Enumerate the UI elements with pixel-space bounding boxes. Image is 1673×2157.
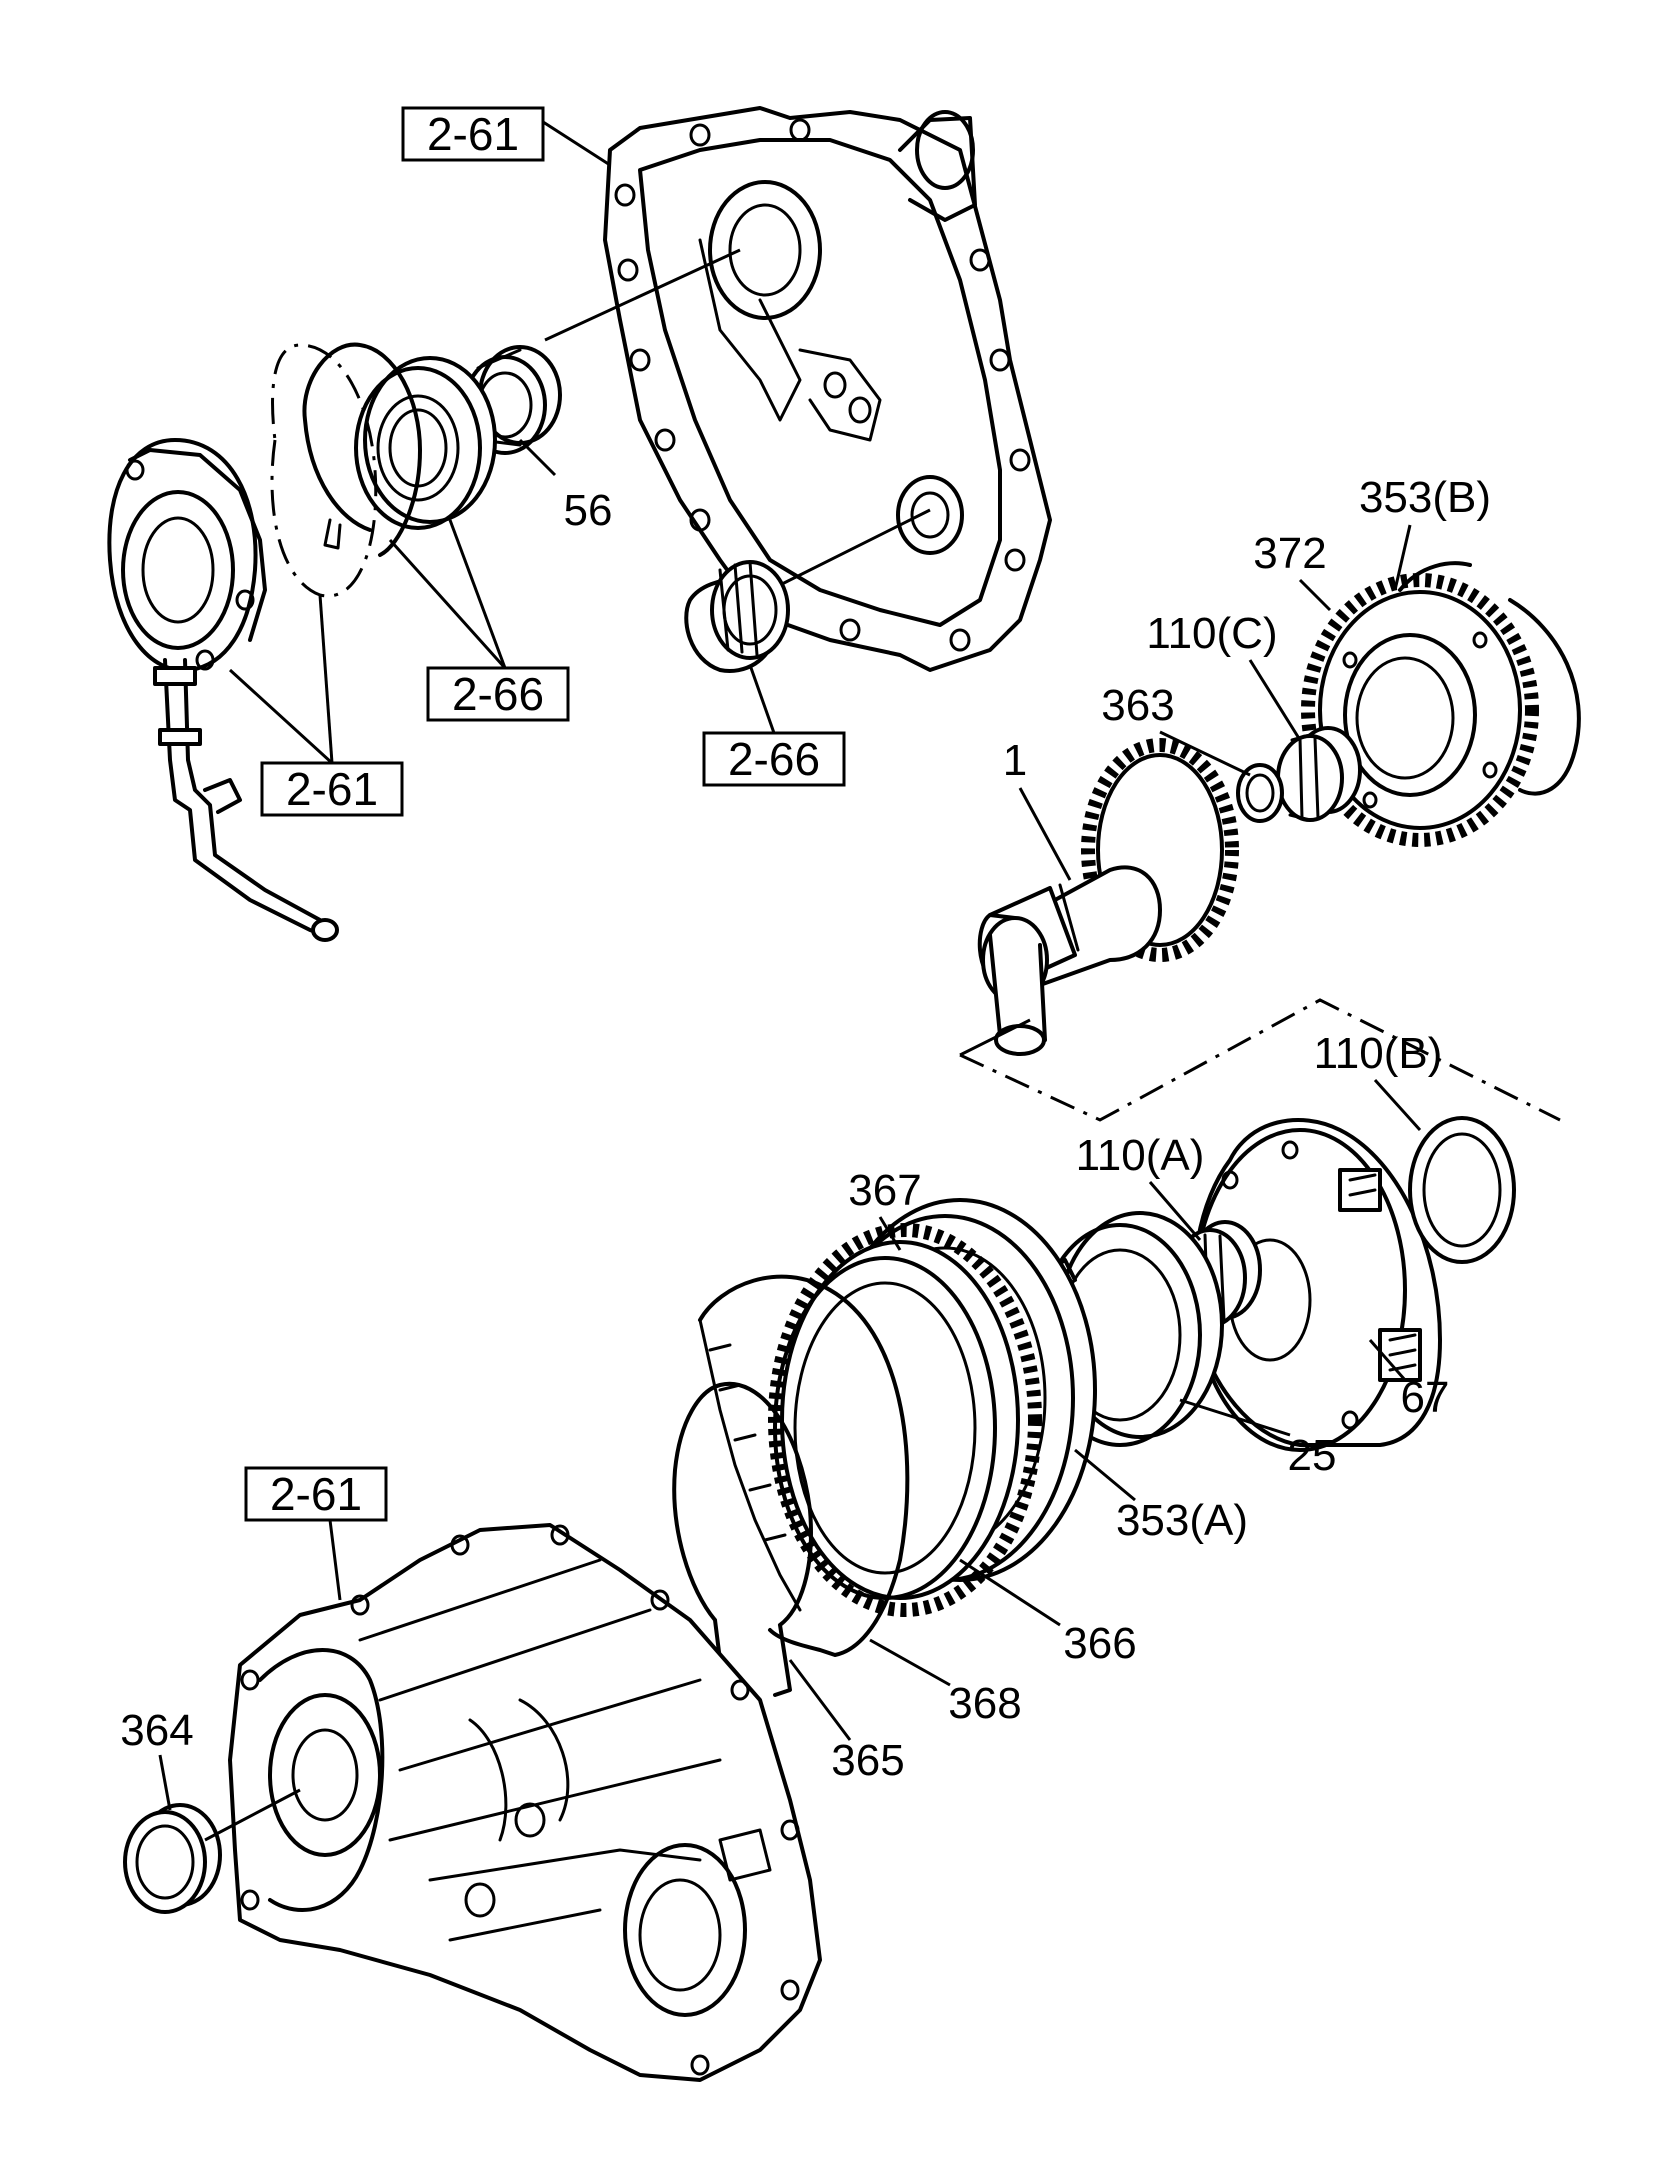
- upper-bearing-assembly: [354, 356, 497, 530]
- label-364: 364: [120, 1706, 193, 1755]
- bottom-case: [228, 1523, 822, 2082]
- ref-box-bottom-case: 2-61: [244, 1466, 388, 1522]
- label-372: 372: [1253, 529, 1326, 578]
- pump-o-ring: [270, 343, 378, 598]
- ref-box-needle-bearing: 2-66: [702, 731, 846, 787]
- bearing-110c: [1276, 726, 1362, 822]
- sprocket-366: [768, 1223, 1042, 1617]
- label-110c: 110(C): [1146, 609, 1277, 658]
- svg-text:2-61: 2-61: [286, 763, 378, 815]
- needle-bearing-right: [684, 560, 790, 673]
- label-363: 363: [1101, 681, 1174, 730]
- label-110a: 110(A): [1076, 1131, 1205, 1180]
- ref-box-top-case: 2-61: [401, 106, 545, 162]
- label-365: 365: [831, 1736, 904, 1785]
- label-110b: 110(B): [1314, 1029, 1443, 1078]
- shaft-group-bracket: [959, 998, 1561, 1122]
- label-367: 367: [848, 1166, 921, 1215]
- washer-110b: [1408, 1116, 1516, 1264]
- washer-363: [1236, 763, 1284, 823]
- label-56: 56: [564, 486, 613, 535]
- label-353a: 353(A): [1116, 1496, 1248, 1545]
- svg-text:2-66: 2-66: [728, 733, 820, 785]
- label-353b: 353(B): [1359, 473, 1491, 522]
- label-67: 67: [1401, 1373, 1450, 1422]
- svg-text:2-66: 2-66: [452, 668, 544, 720]
- svg-text:2-61: 2-61: [427, 108, 519, 160]
- input-shaft-1: [977, 738, 1239, 1056]
- chain-368: [698, 1274, 910, 1657]
- label-366: 366: [1063, 1619, 1136, 1668]
- label-25: 25: [1288, 1431, 1337, 1480]
- label-1: 1: [1003, 736, 1027, 785]
- upper-snap-ring: [302, 342, 422, 557]
- svg-text:2-61: 2-61: [270, 1468, 362, 1520]
- top-case-cover: [603, 106, 1052, 672]
- ref-box-pump-assy: 2-61: [260, 761, 404, 817]
- pump-assembly: [107, 438, 339, 942]
- oil-seal-364: [123, 1803, 222, 1914]
- label-368: 368: [948, 1679, 1021, 1728]
- ref-box-bearing-upper: 2-66: [426, 666, 570, 722]
- gear-372: [1301, 573, 1539, 847]
- part-56-bearing: [463, 345, 562, 455]
- snap-ring-353b: [1398, 561, 1581, 796]
